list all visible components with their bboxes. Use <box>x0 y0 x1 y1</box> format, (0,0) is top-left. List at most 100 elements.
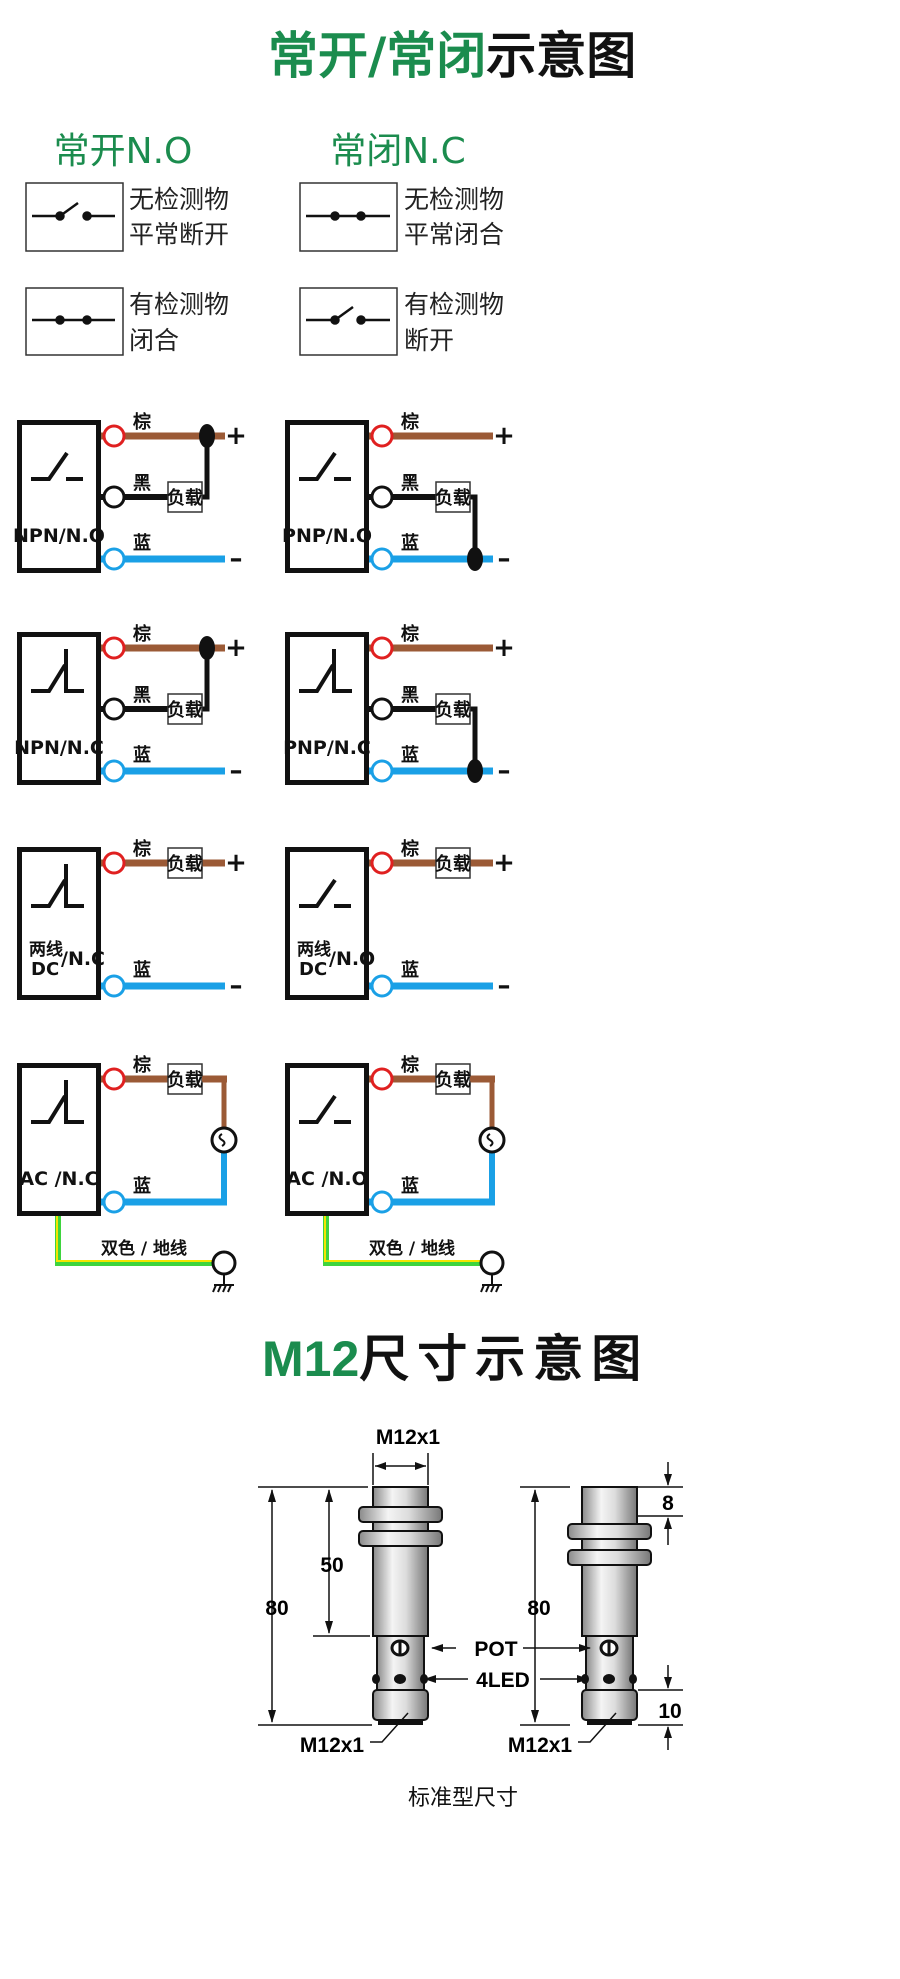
plus-label: + <box>493 848 515 878</box>
panel-label: NPN/N.O <box>13 525 105 547</box>
sensor-box <box>285 420 369 573</box>
switch-blade <box>299 451 337 481</box>
load-label: 负载 <box>167 853 203 875</box>
legend-normally-closed: 常闭N.C 无检测物 平常闭合 有检测物 断开 <box>299 131 504 356</box>
junction-dot-icon <box>199 424 215 448</box>
wiring-panels: 负载黑+–棕蓝NPN/N.O负载黑+–棕蓝PNP/N.O负载黑+–棕蓝NPN/N… <box>13 411 515 1293</box>
legend-nc-on-line1: 有检测物 <box>404 290 504 319</box>
panel-label: NPN/N.C <box>14 737 104 759</box>
panel-label: PNP/N.C <box>283 737 371 759</box>
legend-nc-off-line2: 平常闭合 <box>404 220 504 249</box>
load-label: 负载 <box>167 487 203 509</box>
blue-terminal-icon <box>102 547 126 571</box>
dimension-title-black: 尺寸示意图 <box>359 1330 649 1388</box>
minus-label: – <box>230 756 243 786</box>
black-terminal-icon <box>370 485 394 509</box>
load-box <box>435 693 471 725</box>
pot-label: POT <box>474 1638 517 1661</box>
normally-closed-switch-icon <box>31 1080 84 1124</box>
brown-terminal-icon <box>370 851 394 875</box>
sensor-nut <box>358 1506 443 1523</box>
load-label: 负载 <box>435 699 471 721</box>
blue-wire-label: 蓝 <box>133 1176 151 1197</box>
panel-label: /N.C <box>61 948 105 970</box>
switch-blade <box>31 878 67 908</box>
junction-dot-icon <box>199 636 215 660</box>
ac-source-icon <box>210 1126 238 1154</box>
blue-terminal-icon <box>370 974 394 998</box>
load-box <box>167 847 203 879</box>
dimension-section: M12尺寸示意图 <box>258 1330 683 1811</box>
blue-wire-label: 蓝 <box>133 960 151 981</box>
plus-label: + <box>493 633 515 663</box>
brown-wire-label: 棕 <box>133 411 151 433</box>
blue-terminal-icon <box>102 974 126 998</box>
black-wire-label: 黑 <box>401 685 419 706</box>
brown-terminal-icon <box>370 636 394 660</box>
switch-blade <box>299 1094 337 1124</box>
blue-wire-label: 蓝 <box>401 745 419 766</box>
switch-blade <box>299 663 335 693</box>
load-label: 负载 <box>167 1069 203 1091</box>
cap-length-label: 10 <box>658 1700 681 1723</box>
brown-wire-label: 棕 <box>401 838 419 860</box>
switch-contact <box>64 864 84 908</box>
sensor-box <box>17 1063 101 1216</box>
thread-top-label: M12x1 <box>376 1426 441 1449</box>
page-title: 常开/常闭示意图 <box>268 27 636 85</box>
ground-hatch <box>222 1284 227 1293</box>
blue-terminal-icon <box>370 1190 394 1214</box>
legend-nc-title: 常闭N.C <box>330 131 466 172</box>
switch-blade <box>299 878 337 908</box>
switch-contact <box>64 649 84 693</box>
ground-hatch <box>490 1284 495 1293</box>
sensor-standard-left <box>358 1486 443 1725</box>
ground-hatch <box>485 1284 490 1293</box>
sensor-cap <box>581 1689 638 1721</box>
normally-open-switch-icon <box>299 1094 351 1124</box>
blue-wire-label: 蓝 <box>401 1176 419 1197</box>
load-label: 负载 <box>435 487 471 509</box>
led-label: 4LED <box>476 1669 530 1692</box>
sensor-cap <box>372 1689 429 1721</box>
ground-hatch <box>227 1284 232 1293</box>
led-indicator-icon <box>372 1674 380 1684</box>
ground-hatch <box>495 1284 500 1293</box>
thread-bottom-right-label: M12x1 <box>508 1734 573 1757</box>
ac-wave-icon <box>218 1133 226 1147</box>
plus-label: + <box>225 848 247 878</box>
load-box <box>435 481 471 513</box>
brown-wire-label: 棕 <box>401 1054 419 1076</box>
brown-terminal-icon <box>102 636 126 660</box>
ground-wire-label: 双色 / 地线 <box>369 1238 455 1259</box>
legend-no-off-line1: 无检测物 <box>129 185 229 214</box>
switch-closed-icon <box>306 211 390 221</box>
brown-terminal-icon <box>370 424 394 448</box>
switch-contact <box>332 649 352 693</box>
minus-label: – <box>498 544 511 574</box>
panel-label: AC /N.C <box>19 1168 98 1190</box>
ground-wire-label: 双色 / 地线 <box>101 1238 187 1259</box>
sensor-box <box>17 847 101 1000</box>
sensor-nut <box>567 1549 652 1566</box>
sensor-box <box>285 1063 369 1216</box>
panel-label: AC /N.O <box>286 1168 367 1190</box>
load-label: 负载 <box>435 1069 471 1091</box>
switch-closed-icon <box>32 315 115 325</box>
led-indicator-icon <box>394 1674 406 1684</box>
brown-terminal-icon <box>102 851 126 875</box>
sensor-box <box>285 632 369 785</box>
dimension-arrowheads <box>268 1462 672 1738</box>
load-box <box>167 481 203 513</box>
dimension-title-green: M12 <box>262 1331 359 1387</box>
title-green: 常开/常闭 <box>268 27 486 85</box>
brown-terminal-icon <box>102 1067 126 1091</box>
thread-length-label: 50 <box>320 1554 343 1577</box>
blue-terminal-icon <box>370 547 394 571</box>
load-box <box>435 847 471 879</box>
panel-label-top: 两线 <box>297 939 331 960</box>
legend-no-on-line2: 闭合 <box>129 326 179 355</box>
